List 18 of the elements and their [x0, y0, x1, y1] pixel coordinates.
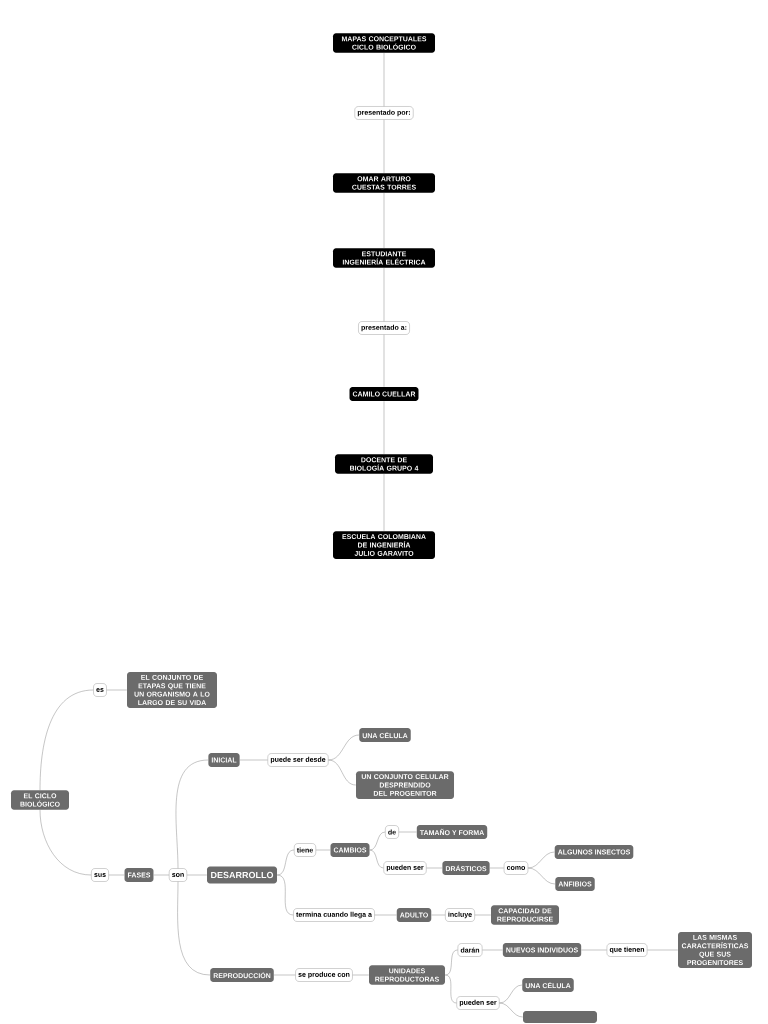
connector-line [276, 874, 294, 916]
connector-line [39, 809, 92, 876]
connector-line [328, 734, 360, 761]
connector-line [39, 689, 94, 791]
connector-line [177, 881, 211, 976]
connector-line [369, 849, 384, 869]
connector-line [499, 984, 523, 1004]
connector-line [328, 759, 357, 786]
connector-line [527, 851, 555, 869]
concept-box [523, 1011, 597, 1023]
connector-line [499, 1002, 524, 1018]
concept-box: DESARROLLO [207, 866, 277, 884]
connector-line [369, 831, 386, 851]
connector-line [175, 759, 209, 869]
connector-line [445, 949, 458, 976]
connector-line [527, 867, 556, 885]
connector-line [276, 849, 295, 876]
connector-line [445, 974, 457, 1004]
